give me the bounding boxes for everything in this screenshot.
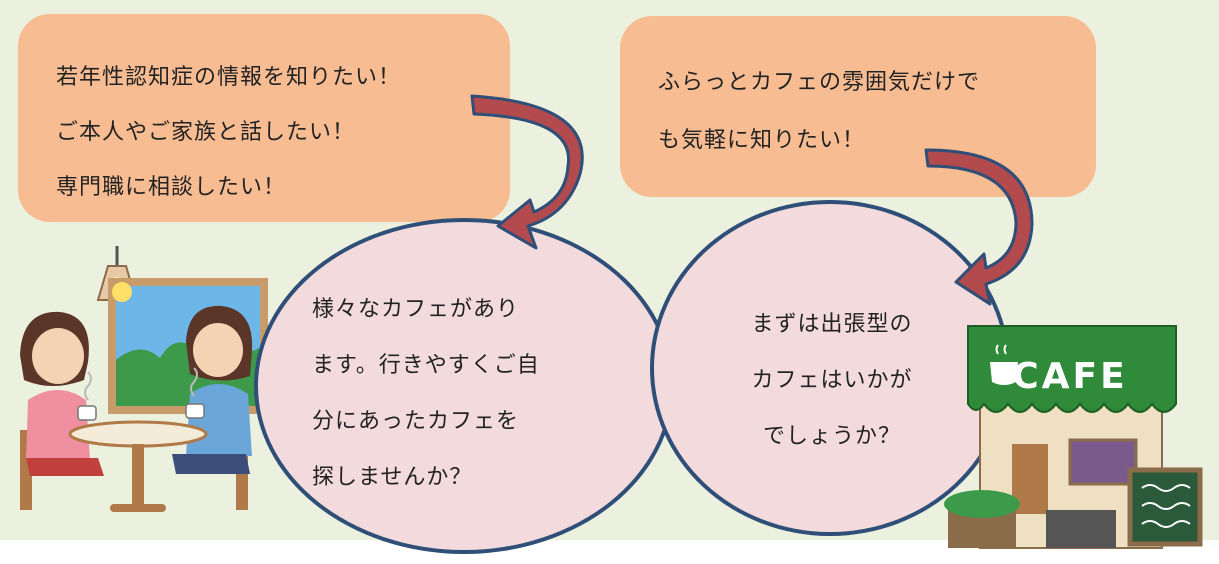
chalkboard-sign xyxy=(1127,467,1203,547)
bush-left xyxy=(944,490,1020,518)
left-speech-box: 若年性認知症の情報を知りたい！ ご本人やご家族と話したい！ 専門職に相談したい！ xyxy=(18,14,510,222)
curved-arrow-right xyxy=(924,148,1034,306)
center-bubble-line-1: 様々なカフェがあり xyxy=(312,297,520,322)
cup-left xyxy=(77,405,97,421)
left-box-line-1: 若年性認知症の情報を知りたい！ xyxy=(56,65,402,90)
cup-right xyxy=(185,403,205,419)
right-bubble-text: まずは出張型の カフェはいかが でしょうか？ xyxy=(742,297,922,465)
right-bubble-line-3: でしょうか？ xyxy=(762,424,901,449)
woman-left-body xyxy=(26,390,90,460)
right-box-line-2: も気軽に知りたい！ xyxy=(658,128,866,153)
cafe-people-illustration xyxy=(20,246,268,512)
cafe-awning xyxy=(967,325,1177,413)
coffee-steam-icon xyxy=(995,344,1007,355)
center-bubble-line-2: ます。行きやすくご自 xyxy=(312,353,540,378)
center-bubble-line-3: 分にあったカフェを xyxy=(312,409,520,434)
steam-left xyxy=(84,371,92,401)
woman-left-skirt xyxy=(26,458,104,476)
coffee-cup-icon xyxy=(990,362,1018,385)
curved-arrow-left xyxy=(470,94,584,250)
sun xyxy=(112,282,132,302)
table-base xyxy=(110,504,166,512)
center-bubble-text: 様々なカフェがあり ます。行きやすくご自 分にあったカフェを 探しませんか？ xyxy=(312,282,540,506)
right-box-line-1: ふらっとカフェの雰囲気だけで xyxy=(658,70,981,95)
woman-right-skirt xyxy=(172,454,250,474)
cafe-step xyxy=(1046,510,1116,548)
left-box-line-3: 専門職に相談したい！ xyxy=(56,175,287,200)
woman-left-face xyxy=(32,328,84,384)
center-bubble xyxy=(254,218,674,554)
cafe-sign-text: CAFE xyxy=(1012,356,1127,397)
right-bubble-line-2: カフェはいかが xyxy=(751,368,913,393)
table-leg xyxy=(132,444,144,506)
left-box-line-2: ご本人やご家族と話したい！ xyxy=(56,120,356,145)
chalkboard-lines xyxy=(1141,484,1191,528)
right-bubble xyxy=(650,200,1010,536)
center-bubble-line-4: 探しませんか？ xyxy=(312,465,473,490)
cafe-window xyxy=(1068,438,1138,486)
right-bubble-line-1: まずは出張型の xyxy=(751,312,913,337)
steam-right xyxy=(190,367,198,397)
right-speech-box: ふらっとカフェの雰囲気だけで も気軽に知りたい！ xyxy=(620,16,1096,197)
woman-right-face xyxy=(193,323,243,377)
